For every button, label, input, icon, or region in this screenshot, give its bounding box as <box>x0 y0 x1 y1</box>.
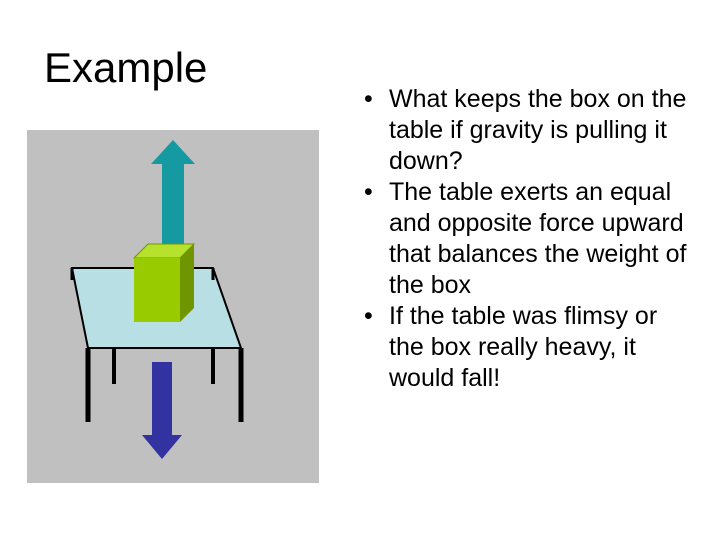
bullet-text: What keeps the box on the table if gravi… <box>389 85 686 175</box>
box-front-face <box>134 258 180 322</box>
bullet-list: • What keeps the box on the table if gra… <box>362 84 692 394</box>
force-diagram <box>27 130 319 483</box>
bullet-marker: • <box>364 301 373 332</box>
bullet-item: • What keeps the box on the table if gra… <box>362 84 692 177</box>
bullet-text: If the table was flimsy or the box reall… <box>389 302 657 392</box>
bullet-marker: • <box>364 177 373 208</box>
bullet-item: • The table exerts an equal and opposite… <box>362 177 692 301</box>
bullet-marker: • <box>364 84 373 115</box>
box-icon <box>134 244 194 322</box>
slide-title: Example <box>44 44 207 92</box>
force-diagram-graphic <box>27 130 319 483</box>
bullet-item: • If the table was flimsy or the box rea… <box>362 301 692 394</box>
bullet-text: The table exerts an equal and opposite f… <box>389 178 686 299</box>
